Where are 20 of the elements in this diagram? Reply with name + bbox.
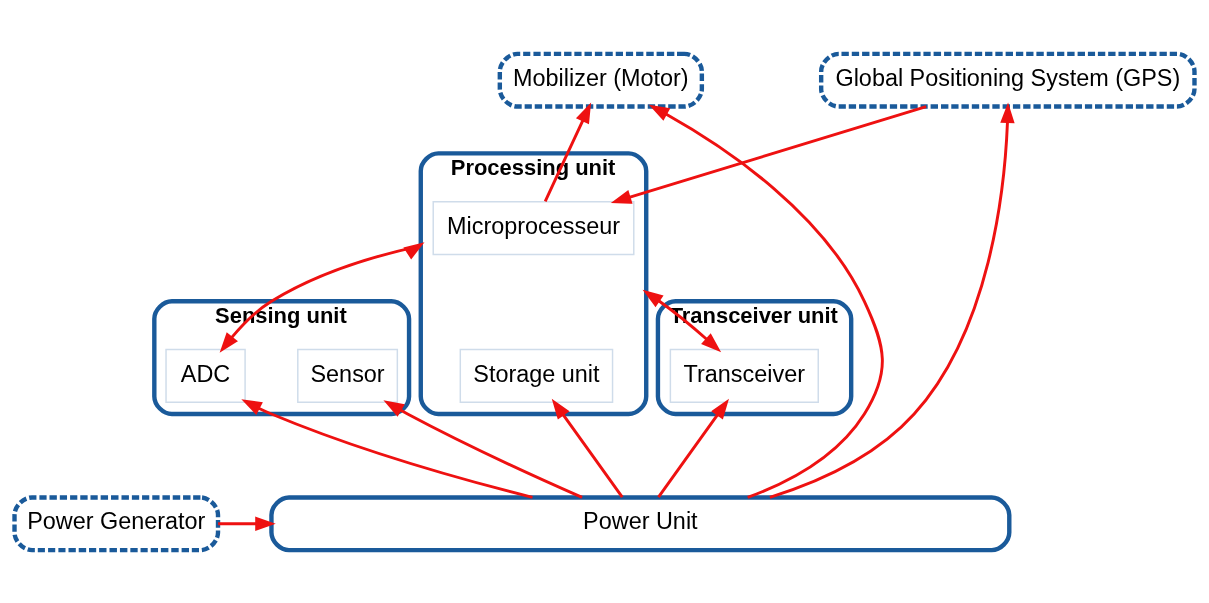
- arrow: [543, 102, 592, 202]
- arrow: [769, 101, 1015, 499]
- arrow: [648, 104, 884, 499]
- node-box: ADC: [165, 348, 246, 403]
- arrow: [642, 289, 722, 352]
- arrow: [218, 516, 276, 531]
- node-box: Power Unit: [269, 494, 1012, 552]
- node-box: Global Positioning System (GPS): [818, 51, 1197, 109]
- arrow: [610, 104, 927, 204]
- arrow: [219, 241, 425, 353]
- arrow: [241, 398, 533, 499]
- arrow: [657, 398, 729, 498]
- arrow: [551, 398, 624, 498]
- node-box: Sensor: [297, 348, 399, 403]
- node-box: Storage unit: [459, 348, 614, 403]
- node-box: Microprocesseur: [432, 200, 635, 255]
- node-box: Mobilizer (Motor): [497, 51, 705, 109]
- node-box: Transceiver: [669, 348, 819, 403]
- node-box: Power Generator: [12, 494, 221, 552]
- arrow: [383, 399, 583, 499]
